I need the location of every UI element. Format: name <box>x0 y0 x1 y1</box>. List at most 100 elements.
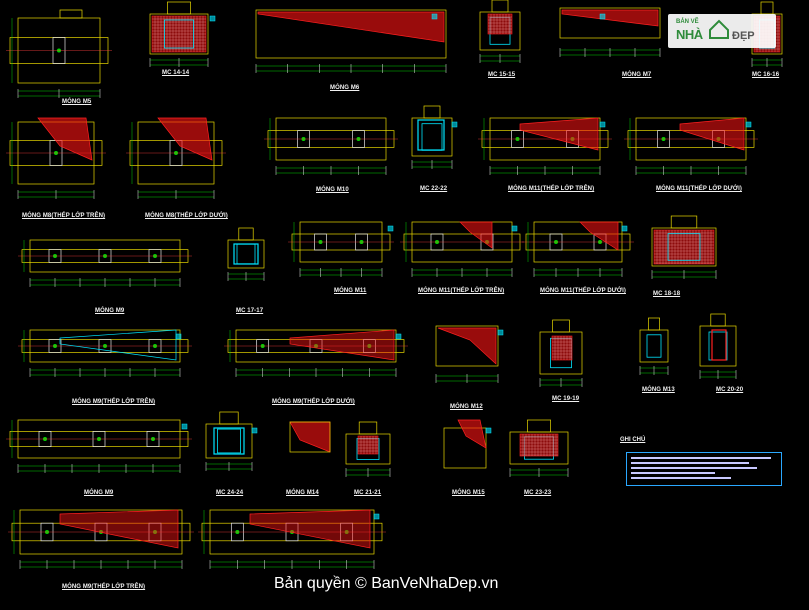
drawing-label: MC 20-20 <box>716 387 744 393</box>
level-marker <box>181 423 188 430</box>
level-marker <box>209 15 216 22</box>
drawing-label: MÓNG M9(THÉP LỚP TRÊN) <box>62 584 146 590</box>
footing-outline <box>255 9 447 59</box>
level-marker <box>431 13 438 20</box>
drawing-label: MÓNG M11(THÉP LỚP DƯỚI) <box>656 186 742 192</box>
note-line <box>631 467 757 469</box>
footing-outline <box>559 7 661 39</box>
footing-outline <box>435 325 499 367</box>
copyright-watermark: Bản quyền © BanVeNhaDep.vn <box>274 575 499 592</box>
drawing-label: MC 24-24 <box>216 490 244 496</box>
rebar-hatch <box>579 221 619 251</box>
column-stub <box>491 0 509 13</box>
drawing-label: MÓNG M14 <box>286 490 319 496</box>
drawing-label: MÓNG M11(THÉP LỚP TRÊN) <box>508 186 595 192</box>
level-marker <box>485 427 492 434</box>
level-marker <box>251 427 258 434</box>
drawing-label: MÓNG M8(THÉP LỚP TRÊN) <box>22 213 106 219</box>
column-stub <box>552 319 570 333</box>
rebar-hatch <box>437 327 497 365</box>
drawing-label: MC 15-15 <box>488 72 516 78</box>
rebar-hatch <box>59 509 179 549</box>
column-stub <box>710 313 726 327</box>
note-line <box>631 477 731 479</box>
rebar-hatch <box>249 509 371 549</box>
drawing-label: MÓNG M13 <box>642 387 675 393</box>
drawing-label: MC 23-23 <box>524 490 552 496</box>
drawing-label: MÓNG M7 <box>622 72 652 78</box>
level-marker <box>373 513 380 520</box>
stirrup <box>233 243 259 265</box>
level-marker <box>175 333 182 340</box>
note-line <box>631 462 749 464</box>
note-line <box>631 472 715 474</box>
level-marker <box>497 329 504 336</box>
logo-mid-text: NHÀ <box>676 27 703 42</box>
drawing-label: MC 21-21 <box>354 490 382 496</box>
rebar-hatch <box>561 9 659 27</box>
level-marker <box>451 121 458 128</box>
column-stub <box>167 1 191 15</box>
drawing-label: MÓNG M5 <box>62 99 92 105</box>
column-stub <box>760 1 774 15</box>
level-marker <box>387 225 394 232</box>
stirrup <box>217 428 241 454</box>
rebar-hatch <box>157 117 213 161</box>
drawing-label: MÓNG M15 <box>452 490 485 496</box>
column-outline <box>59 9 83 19</box>
drawing-label: MÓNG M11(THÉP LỚP TRÊN) <box>418 288 505 294</box>
stirrup <box>711 329 727 361</box>
column-stub <box>648 317 660 331</box>
drawing-label: MÓNG M9 <box>84 490 114 496</box>
rebar-outline <box>59 329 177 361</box>
rebar-hatch <box>289 421 331 453</box>
column-stub <box>358 421 378 435</box>
logo-right-text: ĐẸP <box>732 30 755 42</box>
rebar-hatch <box>679 117 745 151</box>
drawing-label: MÓNG M6 <box>330 85 360 91</box>
rebar-hatch <box>519 433 559 457</box>
rebar-hatch <box>37 117 93 161</box>
note-line <box>631 457 771 459</box>
stirrup <box>236 243 256 265</box>
drawing-label: MÓNG M11(THÉP LỚP DƯỚI) <box>540 288 626 294</box>
notes-title: GHI CHÚ <box>620 437 646 443</box>
house-icon <box>709 19 729 39</box>
rebar-hatch <box>257 11 445 43</box>
stirrup <box>213 427 245 455</box>
stirrup <box>646 334 662 358</box>
stirrup <box>667 233 701 261</box>
level-marker <box>511 225 518 232</box>
logo-top-text: BẢN VẼ <box>676 19 699 25</box>
level-marker <box>599 121 606 128</box>
column-stub <box>238 227 254 241</box>
stirrup <box>164 19 194 49</box>
level-marker <box>621 225 628 232</box>
level-marker <box>599 13 606 20</box>
site-logo: BẢN VẼ NHÀ ĐẸP <box>668 14 776 48</box>
column-stub <box>423 105 441 119</box>
drawing-label: MÓNG M8(THÉP LỚP DƯỚI) <box>145 213 228 219</box>
footing-outline <box>289 421 331 453</box>
drawing-label: MÓNG M12 <box>450 404 483 410</box>
drawing-label: MÓNG M9 <box>95 308 125 314</box>
stirrup <box>417 119 445 151</box>
column-stub <box>527 419 551 433</box>
rebar-hatch <box>519 117 599 151</box>
drawing-label: MÓNG M9(THÉP LỚP TRÊN) <box>72 399 156 405</box>
column-stub <box>670 215 698 229</box>
drawing-label: MC 22-22 <box>420 186 448 192</box>
rebar-hatch <box>289 329 395 361</box>
drawing-label: MC 18-18 <box>653 291 681 297</box>
drawing-label: MÓNG M11 <box>334 288 367 294</box>
rebar-hatch <box>459 221 493 249</box>
drawing-label: MC 19-19 <box>552 396 580 402</box>
drawing-label: MC 17-17 <box>236 308 264 314</box>
drawing-label: MÓNG M9(THÉP LỚP DƯỚI) <box>272 399 355 405</box>
level-marker <box>395 333 402 340</box>
level-marker <box>745 121 752 128</box>
rebar-hatch <box>457 419 487 449</box>
notes-box <box>626 452 782 486</box>
column-stub <box>219 411 239 425</box>
